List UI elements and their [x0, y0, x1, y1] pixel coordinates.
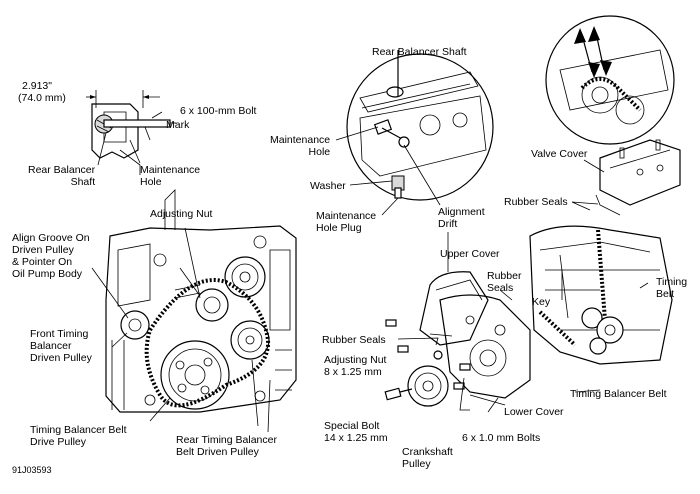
washer-label: Washer: [310, 180, 346, 192]
lower-cover-label: Lower Cover: [504, 406, 564, 418]
adjusting-nut-label-lower: Adjusting Nut 8 x 1.25 mm: [324, 354, 387, 378]
timing-balancer-belt-label: Timing Balancer Belt: [570, 388, 667, 400]
diagram-id-label: 91J03593: [12, 465, 52, 475]
front-timing-balancer-label: Front Timing Balancer Driven Pulley: [30, 328, 92, 364]
dimension-inches-label: 2.913": [22, 80, 53, 92]
rear-balancer-shaft-label-left: Rear Balancer Shaft: [28, 164, 96, 188]
key-label: Key: [532, 296, 551, 308]
rear-timing-balancer-belt-label: Rear Timing Balancer Belt Driven Pulley: [176, 434, 277, 458]
timing-balancer-belt-drive-label: Timing Balancer Belt Drive Pulley: [30, 424, 127, 448]
upper-cover-label: Upper Cover: [440, 248, 500, 260]
maintenance-hole-label-left: Maintenance Hole: [140, 164, 201, 188]
bolt-100mm-label: 6 x 100-mm Bolt: [180, 105, 257, 117]
timing-belt-label: Timing Belt: [656, 276, 688, 300]
adjusting-nut-label-top: Adjusting Nut: [150, 208, 213, 220]
balancer-shaft-detail: [86, 90, 176, 175]
engine-block-left: [91, 189, 297, 433]
maintenance-hole-label-mid: Maintenance Hole: [270, 134, 331, 158]
rear-balancer-circle-detail: [335, 50, 494, 216]
rubber-seals-label-upper: Rubber Seals: [487, 270, 522, 294]
rubber-seals-label-left: Rubber Seals: [322, 334, 386, 346]
bolts-6x10-label: 6 x 1.0 mm Bolts: [462, 432, 541, 444]
mark-label: Mark: [166, 119, 190, 131]
valve-cover-label: Valve Cover: [531, 148, 588, 160]
crankshaft-pulley-label: Crankshaft Pulley: [402, 446, 453, 470]
alignment-drift-label: Alignment Drift: [438, 206, 485, 230]
rubber-seals-label-right: Rubber Seals: [504, 196, 568, 208]
special-bolt-label: Special Bolt 14 x 1.25 mm: [324, 420, 388, 444]
rear-balancer-shaft-label-top: Rear Balancer Shaft: [372, 46, 467, 58]
top-right-circle-detail: [545, 15, 675, 145]
engine-exploded-right: [384, 139, 681, 413]
align-groove-label: Align Groove On Driven Pulley & Pointer …: [12, 232, 90, 280]
maintenance-hole-plug-label: Maintenance Hole Plug: [316, 210, 377, 234]
dimension-mm-label: (74.0 mm): [18, 92, 66, 104]
